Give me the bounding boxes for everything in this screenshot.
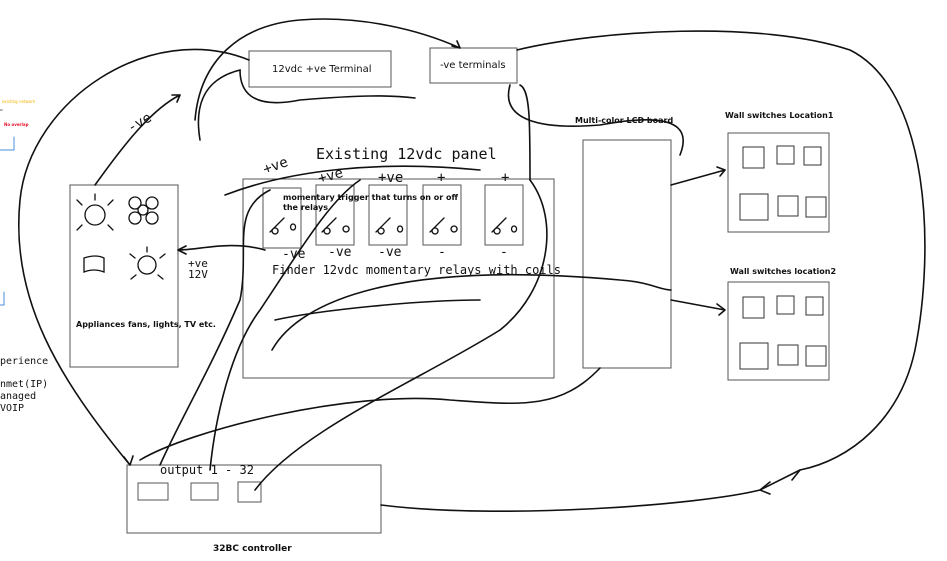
output-3 [237, 481, 262, 503]
wire-big-loop [380, 30, 926, 513]
relay-4-pos: + [437, 170, 446, 186]
edge-line-3: anaged [0, 391, 37, 402]
lcd-board-label: Multi-color LCD board [575, 116, 674, 125]
edge-line-2: nmet(IP) [0, 379, 49, 390]
appliances-label: Appliances fans, lights, TV etc. [76, 320, 216, 329]
panel-title: Existing 12vdc panel [316, 145, 497, 163]
note-red: No overlap [4, 122, 29, 127]
relay-3 [368, 184, 408, 246]
trigger-note: momentary trigger that turns on or off t… [283, 193, 458, 212]
wire-top [194, 18, 461, 121]
relays-label: Finder 12vdc momentary relays with coils [272, 263, 561, 277]
relay-1-neg: -ve [282, 247, 306, 262]
relay-2 [315, 184, 355, 246]
output-2 [190, 482, 219, 501]
relay-4 [422, 184, 462, 246]
positive-terminal-label: 12vdc +ve Terminal [272, 64, 372, 75]
edge-line-4: VOIP [0, 403, 25, 414]
wire-left-loop [18, 48, 250, 466]
negative-terminals-label: -ve terminals [440, 60, 506, 71]
wire-label-pos-12v: +ve 12V [188, 257, 208, 281]
relay-1 [262, 187, 302, 249]
controller-label: 32BC controller [213, 544, 292, 554]
wall-switches-1-label: Wall switches Location1 [725, 111, 834, 120]
relay-5 [484, 184, 524, 246]
wall-switches-1-box [727, 132, 830, 233]
relay-4-neg: - [438, 245, 446, 260]
negative-terminals-box [429, 47, 518, 84]
appliances-box [69, 184, 179, 368]
wall-switches-2-box [727, 281, 830, 381]
relay-5-neg: - [500, 245, 508, 260]
relay-3-pos: +ve [378, 170, 404, 186]
positive-terminal-box [248, 50, 392, 88]
lcd-board-box [582, 139, 672, 369]
output-label: output 1 - 32 [160, 463, 254, 477]
output-1 [137, 482, 169, 501]
relay-3-neg: -ve [378, 245, 402, 260]
relay-5-pos: + [501, 170, 510, 186]
controller-box [126, 464, 382, 534]
relay-2-neg: -ve [328, 245, 352, 260]
wall-switches-2-label: Wall switches location2 [730, 267, 837, 276]
wire-neg [94, 94, 181, 186]
edge-line-1: perience [0, 356, 49, 367]
note-orange: existing network [2, 99, 36, 104]
